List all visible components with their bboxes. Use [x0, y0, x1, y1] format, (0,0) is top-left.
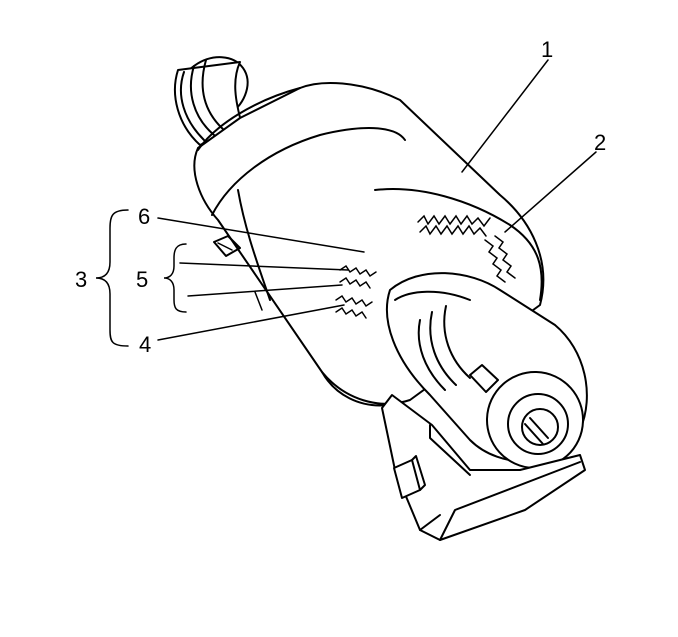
callout-5: 5	[136, 267, 148, 292]
brace-3	[95, 209, 129, 347]
date-code-marking	[335, 264, 377, 319]
leader-line-1	[461, 59, 549, 173]
leader-line-6	[157, 217, 365, 253]
nozzle-end	[386, 272, 588, 469]
callout-6: 6	[138, 204, 150, 229]
logo-mark	[213, 235, 241, 257]
leader-line-5b	[187, 284, 343, 297]
part-number-marking	[417, 214, 516, 283]
callout-2: 2	[594, 130, 606, 155]
callout-4: 4	[139, 332, 151, 357]
leader-line-4	[157, 304, 345, 341]
leader-lines	[157, 59, 597, 341]
connector	[381, 394, 586, 541]
leader-line-2	[504, 151, 597, 233]
callout-3: 3	[75, 267, 87, 292]
brace-5	[163, 243, 187, 313]
leader-line-5a	[179, 262, 349, 271]
callout-1: 1	[541, 37, 553, 62]
